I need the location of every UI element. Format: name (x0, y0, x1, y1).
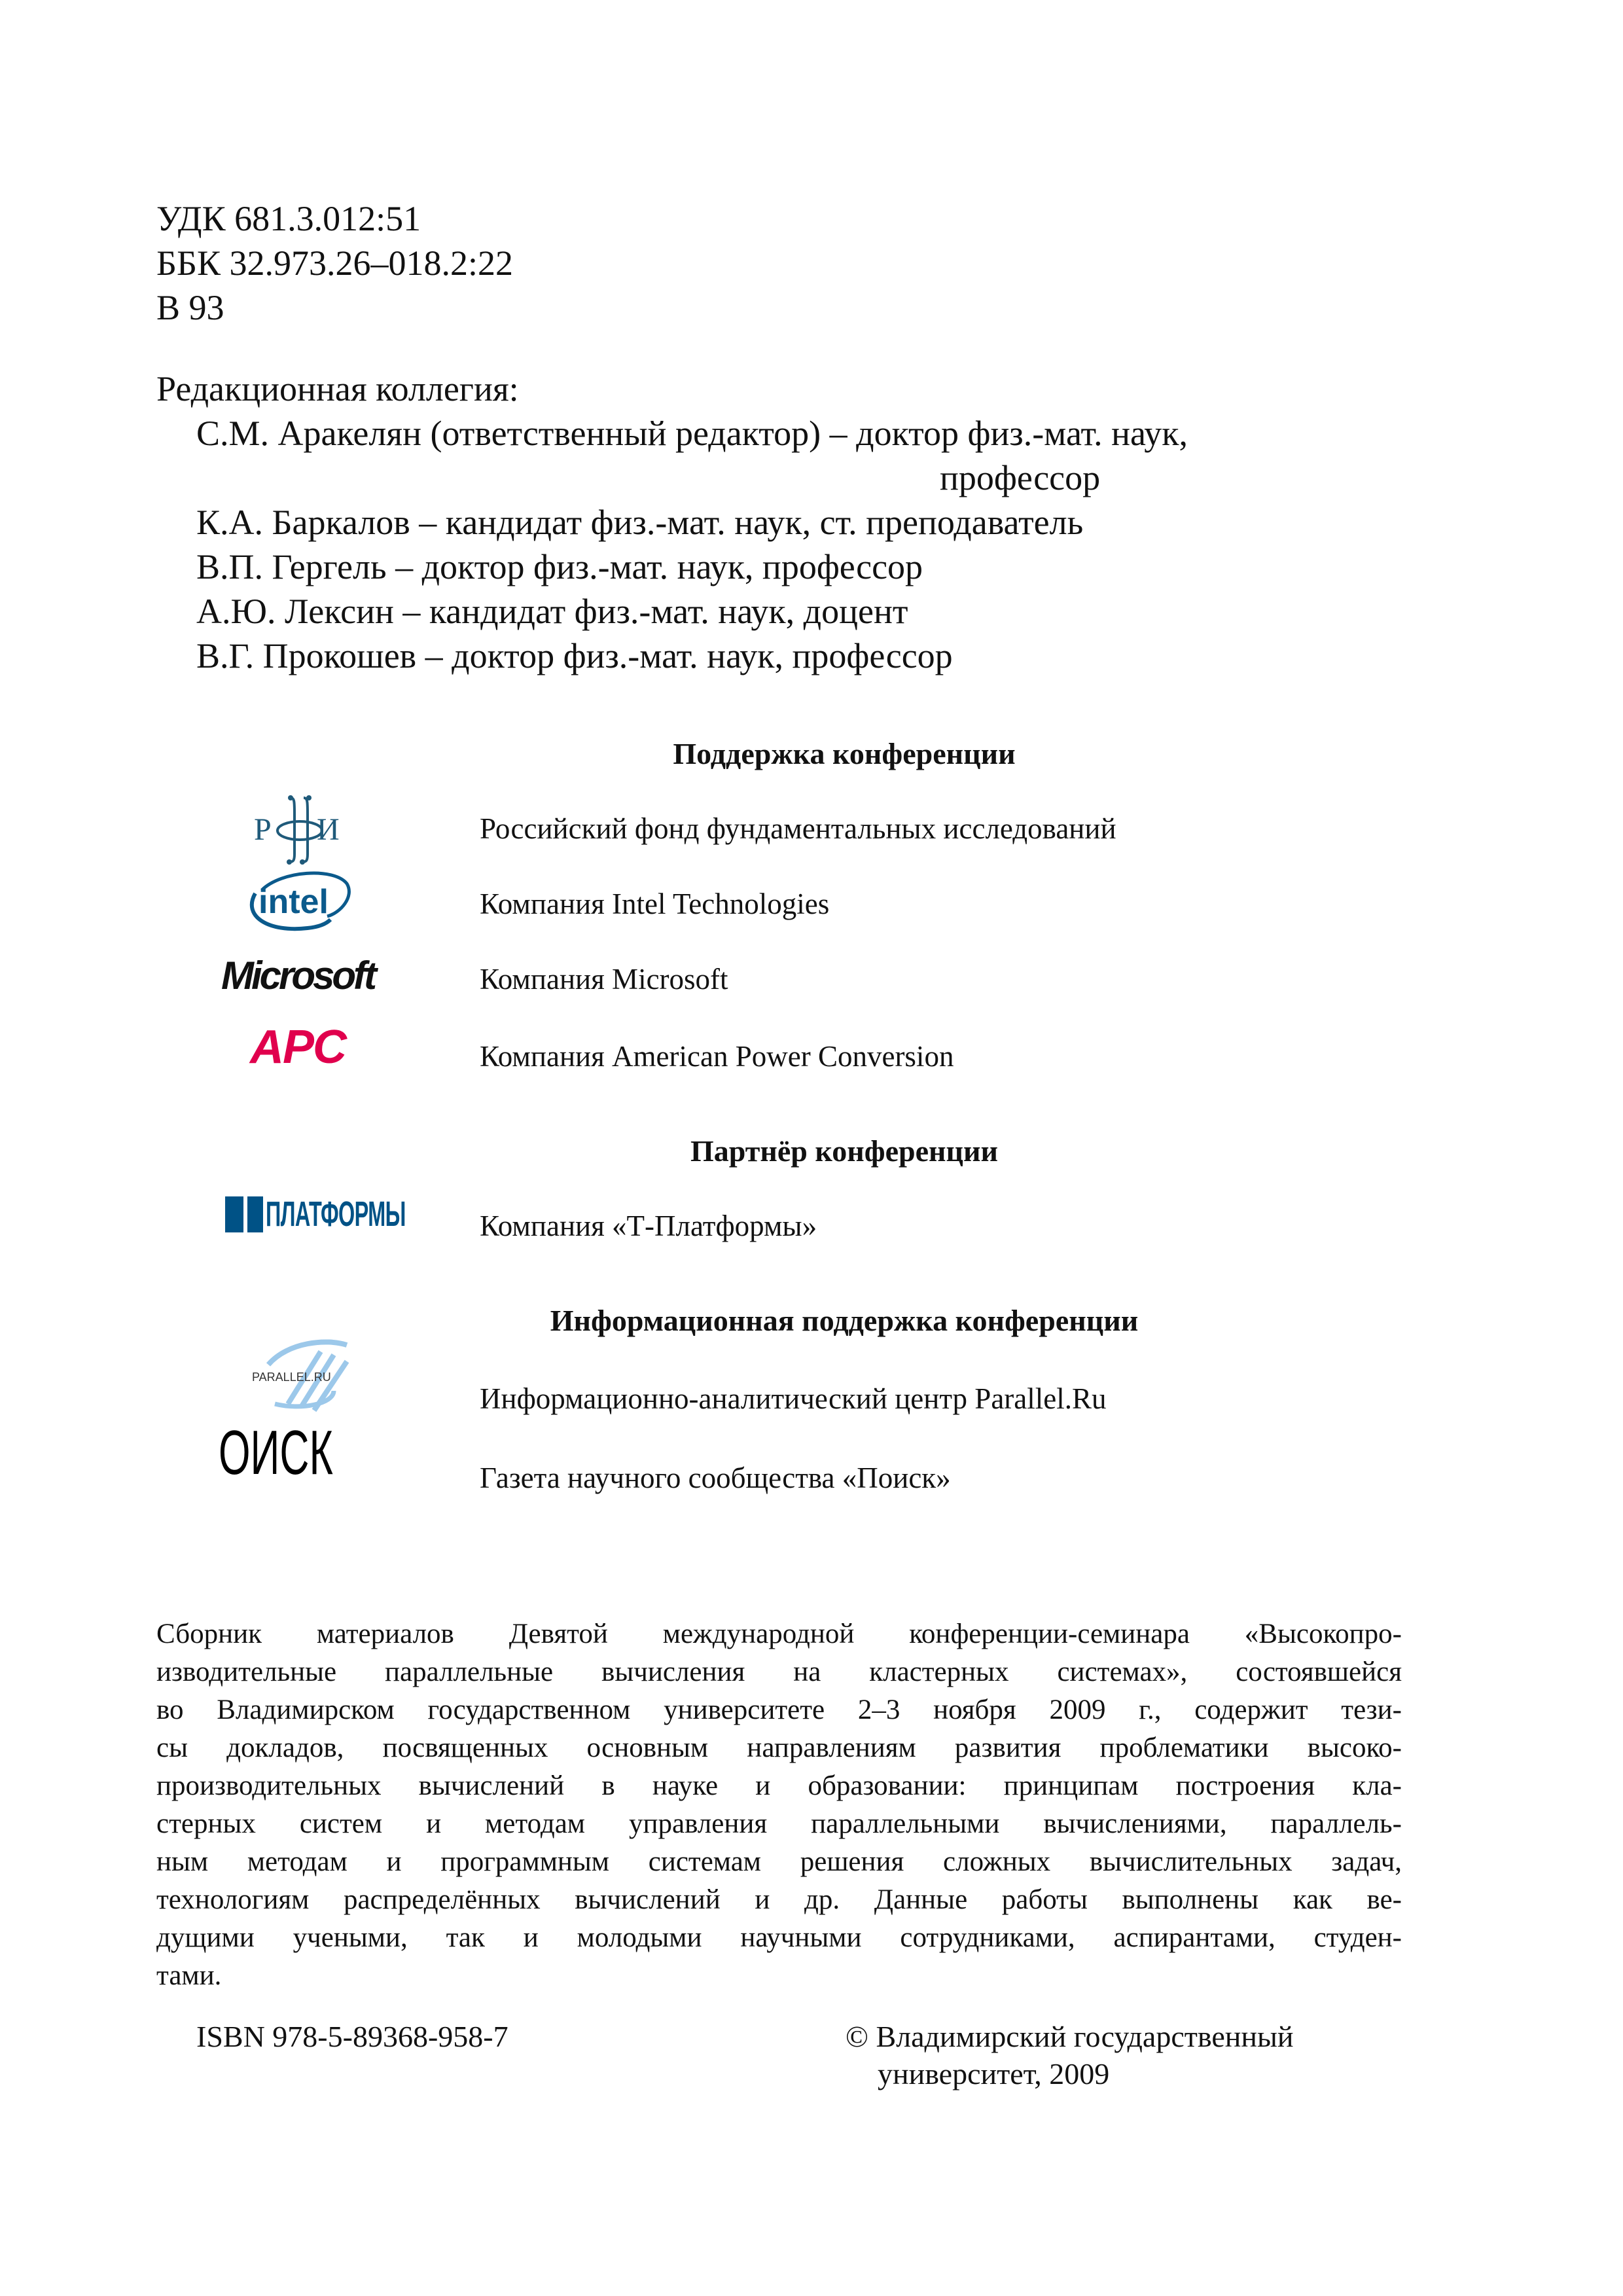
rffi-logo: Р И (249, 789, 353, 867)
info-parallel-text: Информационно-аналитический центр Parall… (480, 1382, 1107, 1415)
intel-logo: intel (242, 864, 353, 936)
partner-tplatforms-text: Компания «Т-Платформы» (480, 1210, 817, 1242)
udk-code: УДК 681.3.012:51 (156, 199, 421, 238)
board-member: В.П. Гергель – доктор физ.-мат. наук, пр… (196, 547, 923, 586)
editorial-board-title: Редакционная коллегия: (156, 369, 519, 408)
microsoft-logo: Microsoft (221, 953, 377, 997)
info-support-heading: Информационная поддержка конференции (550, 1304, 1139, 1337)
partner-heading: Партнёр конференции (690, 1134, 999, 1168)
sponsor-microsoft-text: Компания Microsoft (480, 963, 728, 996)
poisk-logo: ОИСК (219, 1418, 333, 1488)
board-member: К.А. Баркалов – кандидат физ.-мат. наук,… (196, 503, 1084, 542)
abstract-line: во Владимирском государственном универси… (156, 1695, 1402, 1725)
svg-text:И: И (317, 812, 340, 847)
abstract-line: сы докладов, посвященных основным направ… (156, 1732, 1402, 1763)
board-member-continuation: профессор (940, 458, 1101, 497)
sponsor-intel-text: Компания Intel Technologies (480, 888, 830, 920)
apc-logo: APC (249, 1021, 347, 1073)
abstract-line: тами. (156, 1960, 222, 1991)
abstract-line: технологиям распределённых вычислений и … (156, 1884, 1402, 1915)
svg-text:PARALLEL.RU: PARALLEL.RU (252, 1371, 331, 1384)
copyright-line: университет, 2009 (878, 2057, 1110, 2090)
collection-abstract: Сборник материалов Девятой международной… (156, 1615, 1402, 1995)
parallel-ru-logo: PARALLEL.RU (249, 1338, 360, 1417)
svg-text:intel: intel (259, 883, 329, 921)
copyright-line: © Владимирский государственный (846, 2020, 1294, 2053)
bbk-code: ББК 32.973.26–018.2:22 (156, 243, 514, 283)
sponsor-apc-text: Компания American Power Conversion (480, 1040, 954, 1073)
abstract-line: ным методам и программным системам решен… (156, 1846, 1402, 1877)
abstract-line: изводительные параллельные вычисления на… (156, 1657, 1402, 1687)
copyright: © Владимирский государственный университ… (846, 2018, 1294, 2092)
svg-text:Р: Р (254, 812, 272, 847)
board-member: С.М. Аракелян (ответственный редактор) –… (196, 414, 1188, 453)
isbn: ISBN 978-5-89368-958-7 (196, 2020, 508, 2053)
info-poisk-text: Газета научного сообщества «Поиск» (480, 1462, 951, 1494)
classification-codes: УДК 681.3.012:51 ББК 32.973.26–018.2:22 … (156, 196, 513, 330)
abstract-line: стерных систем и методам управления пара… (156, 1808, 1402, 1839)
editorial-board: Редакционная коллегия: С.М. Аракелян (от… (156, 367, 1188, 678)
abstract-line: Сборник материалов Девятой международной… (156, 1619, 1402, 1649)
author-mark: В 93 (156, 288, 224, 327)
board-member: А.Ю. Лексин – кандидат физ.-мат. наук, д… (196, 592, 908, 631)
abstract-line: производительных вычислений в науке и об… (156, 1770, 1402, 1801)
t-platforms-logo: ПЛАТФОРМЫ (216, 1194, 406, 1234)
sponsor-rffi-text: Российский фонд фундаментальных исследов… (480, 812, 1116, 845)
abstract-line: дущими учеными, так и молодыми научными … (156, 1922, 1402, 1953)
board-member: В.Г. Прокошев – доктор физ.-мат. наук, п… (196, 636, 953, 675)
support-heading: Поддержка конференции (673, 737, 1016, 770)
